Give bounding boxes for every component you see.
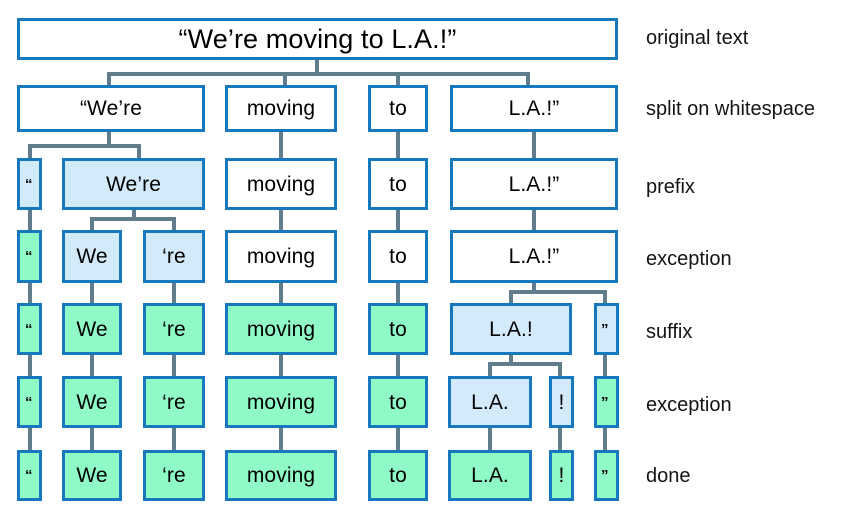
connector-r6-passthrough-close-quote bbox=[603, 428, 607, 450]
token-box-open-quote: “ bbox=[17, 376, 42, 428]
connector-r1-drop-2 bbox=[283, 72, 287, 85]
connector-r4-passthrough-to bbox=[396, 283, 400, 303]
token-box-original-text: “We’re moving to L.A.!” bbox=[17, 18, 618, 60]
row-label-suffix: suffix bbox=[646, 321, 693, 343]
connector-r5-drop-la bbox=[488, 362, 492, 376]
token-box-to: to bbox=[368, 85, 428, 132]
connector-r2-bus-1 bbox=[28, 144, 141, 148]
connector-r1-drop-4 bbox=[526, 72, 530, 85]
row-label-exception: exception bbox=[646, 394, 732, 416]
token-box-moving: moving bbox=[225, 230, 337, 283]
token-box-bang: ! bbox=[549, 376, 574, 428]
token-box-to: to bbox=[368, 450, 428, 501]
token-box-la: L.A. bbox=[448, 376, 532, 428]
connector-r3-passthrough-la bbox=[532, 210, 536, 230]
connector-r2-passthrough-moving bbox=[279, 132, 283, 158]
connector-r5-passthrough-quote bbox=[28, 355, 32, 376]
row-label-done: done bbox=[646, 465, 691, 487]
token-box-la-bang: L.A.! bbox=[450, 303, 572, 355]
connector-r5-bus-la-bang bbox=[488, 362, 562, 366]
connector-r3-passthrough-moving bbox=[279, 210, 283, 230]
connector-r5-stem-la-bang bbox=[509, 355, 513, 364]
connector-r5-passthrough-to bbox=[396, 355, 400, 376]
connector-r2-drop-1a bbox=[28, 144, 32, 158]
connector-r4-passthrough-re bbox=[172, 283, 176, 303]
connector-r3-drop-we bbox=[90, 217, 94, 230]
token-box-to: to bbox=[368, 376, 428, 428]
token-box-bang: ! bbox=[549, 450, 574, 501]
row-label-original-text: original text bbox=[646, 27, 749, 49]
token-box-open-quote: “ bbox=[17, 450, 42, 501]
connector-r6-passthrough-we bbox=[90, 428, 94, 450]
token-box-moving: moving bbox=[225, 303, 337, 355]
token-box-moving: moving bbox=[225, 450, 337, 501]
connector-r1-drop-3 bbox=[396, 72, 400, 85]
token-box-moving: moving bbox=[225, 158, 337, 210]
token-box-open-quote: “ bbox=[17, 303, 42, 355]
token-box-we: We bbox=[62, 303, 122, 355]
connector-r1-stem bbox=[315, 60, 319, 74]
connector-r3-bus-were bbox=[90, 217, 176, 221]
token-box-close-quote: ” bbox=[594, 303, 619, 355]
connector-r2-passthrough-la bbox=[532, 132, 536, 158]
connector-r2-drop-1b bbox=[137, 144, 141, 158]
token-box-la: L.A.!” bbox=[450, 230, 618, 283]
connector-r4-passthrough-we bbox=[90, 283, 94, 303]
connector-r3-passthrough-quote bbox=[28, 210, 32, 230]
token-box-open-quote: “ bbox=[17, 158, 42, 210]
connector-r5-passthrough-re bbox=[172, 355, 176, 376]
connector-r4-drop-close-quote bbox=[603, 290, 607, 303]
connector-r4-drop-la-bang bbox=[509, 290, 513, 303]
connector-r1-bus bbox=[107, 72, 530, 76]
connector-r6-passthrough-moving bbox=[279, 428, 283, 450]
token-box-re: ‘re bbox=[143, 376, 205, 428]
connector-r5-passthrough-we bbox=[90, 355, 94, 376]
token-box-we: We bbox=[62, 450, 122, 501]
token-box-moving: moving bbox=[225, 85, 337, 132]
token-box-close-quote: ” bbox=[594, 450, 619, 501]
token-box-to: to bbox=[368, 158, 428, 210]
connector-r6-passthrough-quote bbox=[28, 428, 32, 450]
token-box-re: ‘re bbox=[143, 303, 205, 355]
row-label-prefix: prefix bbox=[646, 176, 695, 198]
connector-r1-drop-1 bbox=[107, 72, 111, 85]
connector-r6-passthrough-to bbox=[396, 428, 400, 450]
connector-r5-passthrough-moving bbox=[279, 355, 283, 376]
row-label-exception: exception bbox=[646, 248, 732, 270]
connector-r6-passthrough-bang bbox=[558, 428, 562, 450]
token-box-re: ‘re bbox=[143, 230, 205, 283]
token-box-moving: moving bbox=[225, 376, 337, 428]
token-box-to: to bbox=[368, 303, 428, 355]
token-box-quote-were: “We’re bbox=[17, 85, 205, 132]
token-box-la: L.A.!” bbox=[450, 85, 618, 132]
connector-r4-stem-la bbox=[532, 283, 536, 292]
connector-r3-drop-re bbox=[172, 217, 176, 230]
connector-r3-passthrough-to bbox=[396, 210, 400, 230]
connector-r4-bus-la bbox=[509, 290, 607, 294]
token-box-close-quote: ” bbox=[594, 376, 619, 428]
connector-r3-stem-were bbox=[132, 210, 136, 219]
connector-r5-drop-bang bbox=[558, 362, 562, 376]
token-box-open-quote: “ bbox=[17, 230, 42, 283]
connector-r6-passthrough-la bbox=[488, 428, 492, 450]
connector-r5-passthrough-close-quote bbox=[603, 355, 607, 376]
row-label-split-on-whitespace: split on whitespace bbox=[646, 98, 815, 120]
token-box-la: L.A. bbox=[448, 450, 532, 501]
connector-r2-passthrough-to bbox=[396, 132, 400, 158]
token-box-we: We bbox=[62, 230, 122, 283]
connector-r4-passthrough-moving bbox=[279, 283, 283, 303]
connector-r4-passthrough-quote bbox=[28, 283, 32, 303]
token-box-to: to bbox=[368, 230, 428, 283]
token-box-we: We bbox=[62, 376, 122, 428]
connector-r6-passthrough-re bbox=[172, 428, 176, 450]
token-box-re: ‘re bbox=[143, 450, 205, 501]
connector-r2-stem-1 bbox=[107, 132, 111, 146]
token-box-were: We’re bbox=[62, 158, 205, 210]
token-box-la: L.A.!” bbox=[450, 158, 618, 210]
